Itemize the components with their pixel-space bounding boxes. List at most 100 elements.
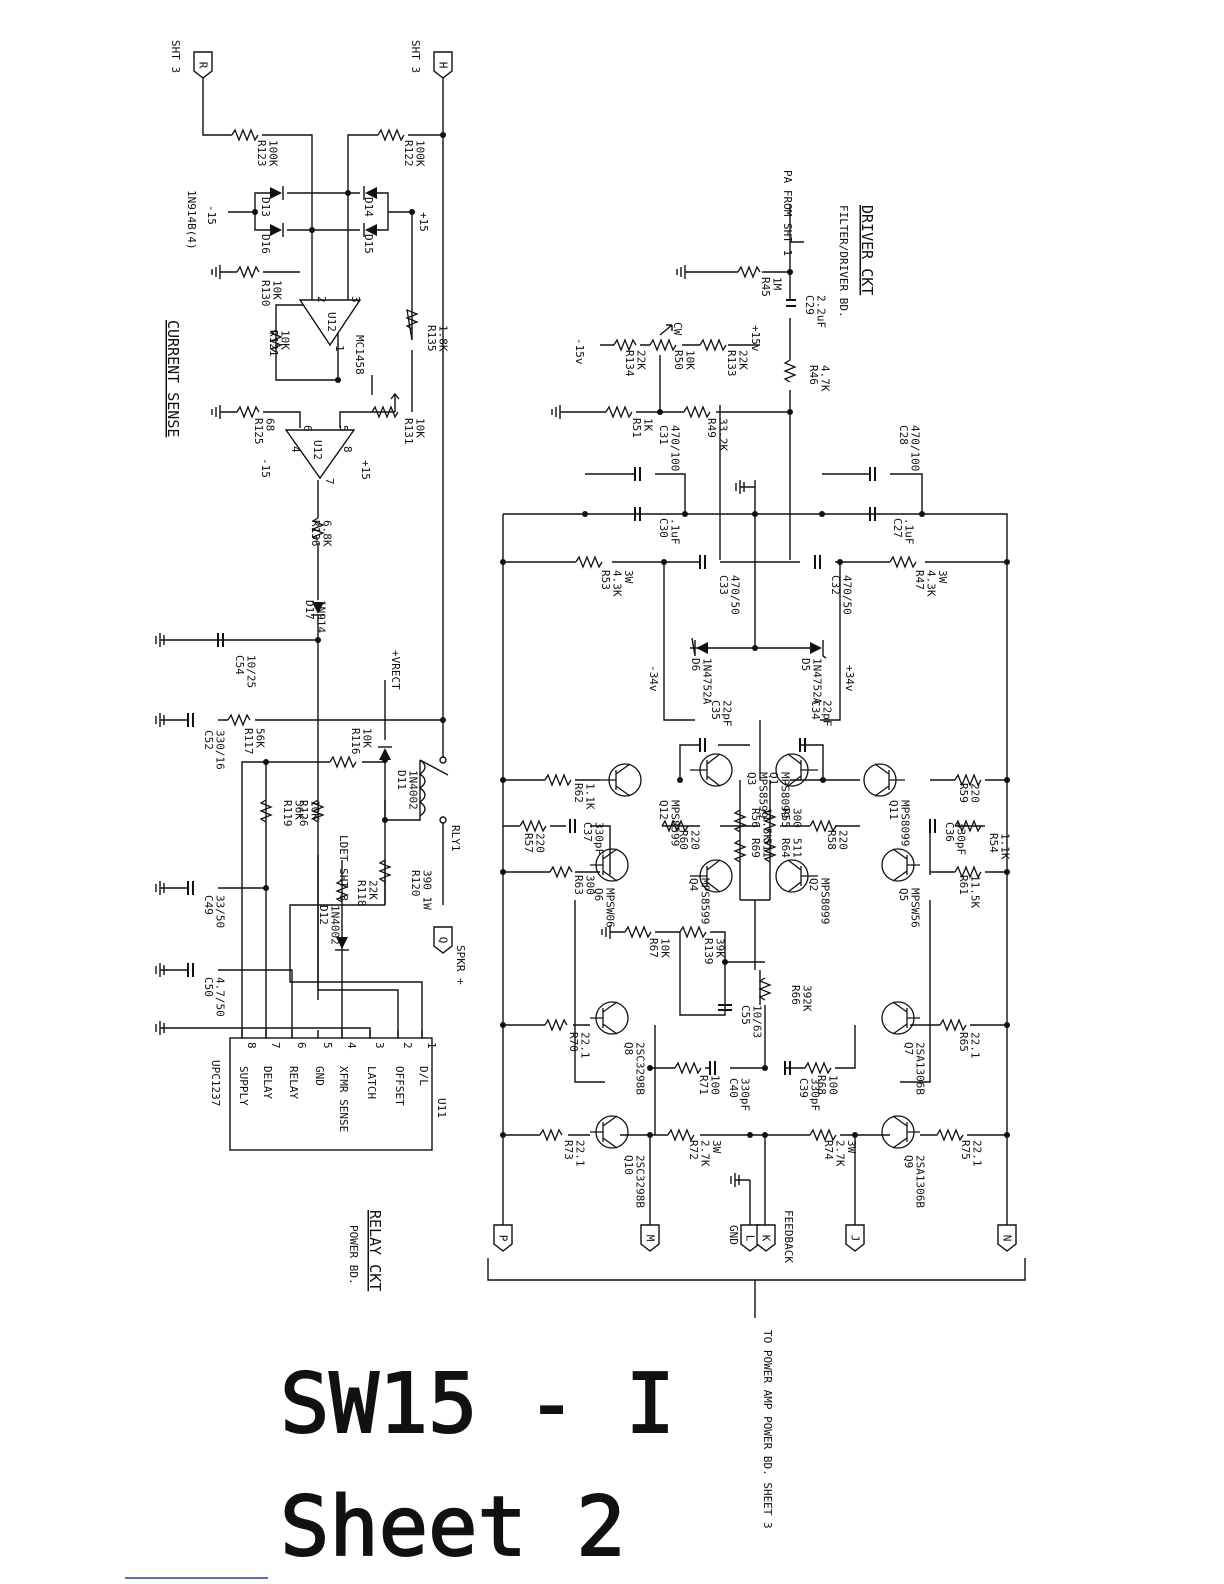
u11-pin-stubs — [241, 1030, 423, 1038]
c28-capacitor-label: C28470/100 — [897, 425, 922, 471]
q5-transistor — [881, 848, 920, 882]
r71-resistor-label: R71100 — [697, 1075, 722, 1095]
c34-capacitor-label: C3422pF — [809, 700, 834, 727]
u11-pin-3-num: 3 — [373, 1042, 386, 1049]
r64-resistor-label: R64511 — [779, 838, 804, 858]
junction-dots — [252, 132, 1010, 1138]
q1-transistor — [775, 753, 818, 787]
svg-text:2: 2 — [315, 296, 328, 303]
q9-transistor — [881, 1115, 920, 1149]
c49-capacitor-label: C4933/50 — [202, 895, 227, 928]
c52-capacitor-label: C52330/16 — [202, 730, 227, 770]
potentiometer-arrows — [390, 324, 673, 412]
r46-resistor-label: R464.7K — [807, 365, 832, 392]
r60-resistor-label: R60220 — [677, 830, 702, 850]
note-sht3-h: SHT 3 — [409, 40, 422, 73]
resistors — [227, 128, 982, 1142]
q6-transistor-label: Q6MPSW06 — [592, 888, 617, 928]
r65-resistor-label: R6522.1 — [957, 1032, 982, 1059]
svg-text:1: 1 — [333, 345, 346, 352]
connector-l: L — [740, 1224, 760, 1252]
q1-transistor-label: Q1MPS8099 — [767, 772, 792, 818]
svg-text:5: 5 — [337, 425, 350, 432]
u11-pin-5-num: 5 — [321, 1042, 334, 1049]
c54-capacitor-label: C5410/25 — [233, 655, 258, 688]
d11-diode-label: D111N4002 — [395, 770, 420, 810]
u11-pin-3-name: LATCH — [365, 1066, 378, 1099]
c29-capacitor-label: C292.2uF — [803, 295, 828, 328]
relay-rly1 — [418, 756, 447, 824]
u11-pin-1-num: 1 — [425, 1042, 438, 1049]
r54-resistor-label: R541.1K — [987, 833, 1012, 860]
r50-resistor-label: R5010K — [672, 350, 697, 370]
r122-resistor-label: R122100K — [402, 140, 427, 167]
connector-n: N — [997, 1224, 1017, 1252]
u11-ic-body — [229, 1037, 433, 1151]
r70-resistor-label: R7022.1 — [567, 1032, 592, 1059]
r47-resistor-label: R474.3K3W — [913, 570, 949, 597]
u11-pin-8-num: 8 — [245, 1042, 258, 1049]
r117-resistor-label: R11756K — [242, 728, 267, 755]
u12-ref-a: U12 — [325, 312, 338, 332]
c39-capacitor-label: C39330pF — [797, 1078, 822, 1111]
q11-transistor-label: Q11MPS8099 — [887, 800, 912, 846]
c50-capacitor-label: C504.7/50 — [202, 977, 227, 1017]
note-feedback: FEEDBACK — [782, 1210, 795, 1263]
d17-diode-label: D171N914 — [303, 600, 328, 633]
r45-resistor-label: R451M — [759, 277, 784, 297]
r62-resistor-label: R621.1K — [572, 783, 597, 810]
c33-capacitor-label: C33470/50 — [717, 575, 742, 615]
svg-text:R: R — [197, 62, 210, 69]
u12-part: MC1458 — [353, 335, 366, 375]
u12-ref-b: U12 — [311, 440, 324, 460]
note-spkr: SPKR + — [454, 945, 467, 985]
svg-text:4: 4 — [289, 446, 302, 453]
rail-neg34v: -34v — [647, 665, 660, 692]
title-relay-ckt: RELAY CKT — [366, 1210, 384, 1291]
r134-resistor-label: R13422K — [623, 350, 648, 377]
d6-diode-label: D61N4752A — [689, 658, 714, 705]
rail-vrect: +VRECT — [389, 650, 402, 690]
title-relay-sub: POWER BD. — [347, 1225, 360, 1285]
q12-transistor-label: Q12MPS8599 — [657, 800, 682, 846]
ground-symbols — [155, 265, 755, 1187]
q7-transistor — [881, 1001, 920, 1035]
c35-capacitor-label: C3522pF — [709, 700, 734, 727]
diodes — [270, 186, 827, 951]
r56-resistor-label: R5611.5K — [749, 808, 774, 841]
q8-transistor-label: Q82SC3298B — [622, 1042, 647, 1095]
svg-text:8: 8 — [341, 446, 354, 453]
svg-text:K: K — [760, 1235, 773, 1242]
rail-pos15-b: +15 — [359, 460, 372, 480]
note-to-power-amp: TO POWER AMP POWER BD. SHEET 3 — [761, 1330, 774, 1529]
svg-text:J: J — [849, 1235, 862, 1242]
q4-transistor — [690, 859, 733, 893]
q10-transistor-label: Q102SC3298B — [622, 1155, 647, 1208]
q2-transistor — [775, 859, 818, 893]
q10-transistor — [590, 1115, 629, 1149]
r67-resistor-label: R6710K — [647, 938, 672, 958]
u11-pin-7-num: 7 — [269, 1042, 282, 1049]
u11-pins: 1 D/L 2 OFFSET 3 LATCH 4 XFMR SENSE 5 GN… — [237, 1042, 438, 1132]
r119-resistor-label: R11956K — [281, 800, 306, 827]
svg-text:7: 7 — [323, 478, 336, 485]
title-driver-sub: FILTER/DRIVER BD. — [837, 205, 850, 318]
note-gnd: GND — [727, 1225, 740, 1245]
connector-h: H — [433, 51, 453, 79]
r136-resistor-label: R1366.8K — [309, 520, 334, 547]
connector-k: K — [756, 1224, 776, 1252]
svg-text:N: N — [1001, 1235, 1014, 1242]
q11-transistor — [863, 763, 905, 797]
d16-diode-label: D16 — [259, 234, 272, 254]
q9-transistor-label: Q92SA1306B — [902, 1155, 927, 1208]
sheet-stamp-line1: SW15 - I — [280, 1357, 675, 1452]
u11-pin-8-name: SUPPLY — [237, 1066, 250, 1106]
r68-resistor-label: R68100 — [815, 1075, 840, 1095]
r51-resistor-label: R511K — [630, 418, 655, 438]
r49-resistor-label: R4933.2K — [705, 418, 730, 451]
connector-m: M — [640, 1224, 660, 1252]
rail-neg15-a: -15 — [205, 205, 218, 225]
c32-capacitor-label: C32470/50 — [829, 575, 854, 615]
r74-resistor-label: R742.7K3W — [822, 1140, 858, 1167]
